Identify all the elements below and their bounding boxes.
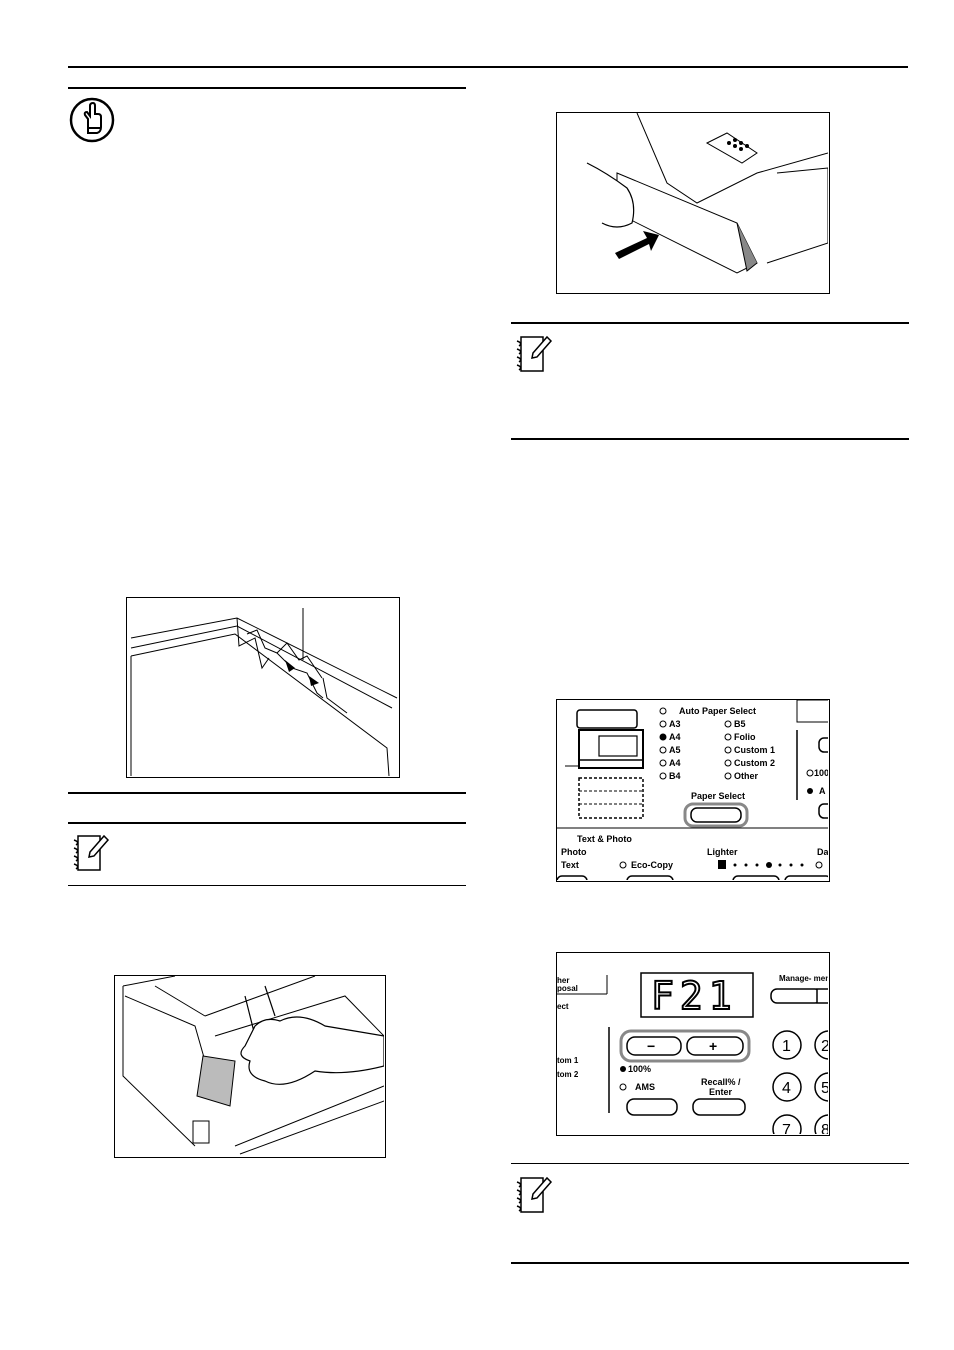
darker-partial-label: Da — [817, 847, 828, 857]
size-a3-label: A3 — [669, 719, 681, 729]
eco-copy-label: Eco-Copy — [631, 860, 673, 870]
size-b4-label: B4 — [669, 771, 681, 781]
right-note1-top-rule — [511, 322, 909, 324]
lighter-label: Lighter — [707, 847, 738, 857]
right-note2-bottom-rule — [511, 1262, 909, 1264]
left-label-5: tom 2 — [557, 1070, 579, 1079]
key-5-partial: 5 — [821, 1080, 828, 1097]
size-b5-label: B5 — [734, 719, 746, 729]
notebook-icon — [511, 1172, 555, 1218]
enter-label: Enter — [709, 1087, 733, 1097]
text-label: Text — [561, 860, 579, 870]
size-folio-label: Folio — [734, 732, 756, 742]
zoom-partial-label: 100 — [814, 768, 828, 778]
size-custom2-label: Custom 2 — [734, 758, 775, 768]
left-label-4: tom 1 — [557, 1056, 579, 1065]
left-label-1: her — [557, 976, 569, 985]
key-2-partial: 2 — [821, 1038, 828, 1055]
paper-select-label: Paper Select — [691, 791, 745, 801]
ams-label: AMS — [635, 1082, 655, 1092]
right-note1-bottom-rule — [511, 438, 909, 440]
zoom-100-label: 100% — [628, 1064, 651, 1074]
key-8-partial: 8 — [821, 1122, 828, 1134]
a-partial-label: A — [819, 786, 826, 796]
important-hand-icon — [68, 97, 116, 143]
text-photo-label: Text & Photo — [577, 834, 632, 844]
recall-label: Recall% / — [701, 1077, 741, 1087]
size-other-label: Other — [734, 771, 759, 781]
left-label-2: posal — [557, 984, 578, 993]
display-panel-figure: her posal ect tom 1 tom 2 F21 Manage- me… — [556, 952, 830, 1136]
size-a5-label: A5 — [669, 745, 681, 755]
zoom-minus-label: − — [647, 1038, 655, 1054]
photo-label: Photo — [561, 847, 587, 857]
cassette-guide-figure — [126, 597, 400, 778]
notebook-icon — [68, 830, 112, 876]
size-custom1-label: Custom 1 — [734, 745, 775, 755]
left-note-bottom-rule — [68, 885, 466, 886]
important-note-top-rule — [68, 87, 466, 89]
cassette-label-figure — [114, 975, 386, 1158]
size-a4-label: A4 — [669, 732, 681, 742]
management-label: Manage- ment — [779, 974, 828, 983]
zoom-plus-label: + — [709, 1038, 717, 1054]
cassette-insert-figure — [556, 112, 830, 294]
left-section-rule-1 — [68, 792, 466, 794]
header-rule — [68, 66, 908, 68]
lcd-display: F21 — [651, 974, 738, 1018]
size-a4r-label: A4 — [669, 758, 681, 768]
auto-paper-select-label: Auto Paper Select — [679, 706, 756, 716]
right-note2-top-rule — [511, 1163, 909, 1164]
paper-select-panel-figure: Auto Paper Select A3 A4 A5 A4 B4 B5 Foli… — [556, 699, 830, 882]
left-note-top-rule — [68, 822, 466, 824]
key-4: 4 — [782, 1080, 791, 1097]
left-label-3: ect — [557, 1002, 569, 1011]
notebook-icon — [511, 331, 555, 377]
key-1: 1 — [782, 1038, 791, 1055]
key-7: 7 — [782, 1122, 791, 1134]
